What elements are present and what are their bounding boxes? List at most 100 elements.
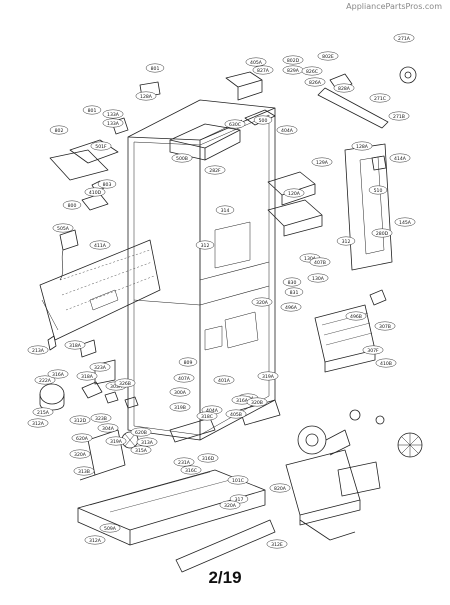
callout-label: 505A — [57, 226, 70, 232]
callout-oval — [369, 93, 391, 103]
callout-label: 509A — [104, 526, 117, 532]
part-callout: 509A — [99, 523, 121, 533]
callout-oval — [246, 397, 268, 407]
callout-oval — [253, 115, 273, 125]
part-callout: 826A — [304, 77, 326, 87]
part-callout: 501F — [90, 141, 112, 151]
part-callout: 803 — [97, 179, 117, 189]
right-components — [267, 66, 423, 458]
callout-label: 312 — [201, 243, 210, 249]
callout-label: 500B — [176, 156, 188, 162]
callout-oval — [225, 409, 247, 419]
callout-oval — [371, 228, 393, 238]
callout-label: 496A — [285, 305, 298, 311]
callout-oval — [99, 523, 121, 533]
callout-oval — [245, 57, 267, 67]
callout-oval — [389, 153, 411, 163]
callout-label: 318A — [69, 343, 82, 349]
callout-oval — [269, 483, 291, 493]
callout-oval — [27, 418, 49, 428]
callout-oval — [105, 436, 127, 446]
part-callout: 410D — [84, 187, 106, 197]
part-callout: 411A — [89, 240, 111, 250]
callout-label: 407A — [178, 376, 191, 382]
part-callout: 405A — [245, 57, 267, 67]
callout-label: 404A — [206, 408, 219, 414]
callout-oval — [169, 402, 191, 412]
callout-oval — [394, 217, 416, 227]
left-components — [39, 81, 161, 411]
part-callout: 120A — [283, 188, 305, 198]
callout-oval — [102, 118, 124, 128]
part-callout: 802 — [49, 125, 69, 135]
part-callout: 307F — [362, 345, 384, 355]
part-callout: 271C — [369, 93, 391, 103]
part-callout: 315A — [130, 445, 152, 455]
part-callout: 280D — [371, 228, 393, 238]
callout-oval — [114, 378, 136, 388]
callout-label: 620B — [135, 430, 147, 436]
callout-label: 312A — [32, 421, 45, 427]
callout-label: 801 — [88, 108, 97, 114]
callout-label: 828A — [338, 86, 351, 92]
part-callout: 316D — [197, 453, 219, 463]
callout-oval — [130, 427, 152, 437]
part-callout: 496A — [280, 302, 302, 312]
callout-oval — [145, 63, 165, 73]
callout-label: 829A — [287, 68, 300, 74]
callout-label: 319A — [262, 374, 275, 380]
callout-oval — [90, 141, 112, 151]
part-callout: 129A — [311, 157, 333, 167]
callout-oval — [213, 375, 235, 385]
callout-oval — [375, 358, 397, 368]
callout-label: 271C — [374, 96, 386, 102]
callout-oval — [388, 111, 410, 121]
callout-oval — [362, 345, 384, 355]
callout-label: 826A — [309, 80, 322, 86]
callout-oval — [84, 535, 106, 545]
callout-label: 307F — [367, 348, 379, 354]
part-number-callouts: 801801128A133A133A802501F803410D800505A4… — [27, 33, 416, 549]
callout-oval — [69, 449, 91, 459]
callout-label: 145A — [399, 220, 412, 226]
callout-oval — [52, 223, 74, 233]
part-callout: 404A — [276, 125, 298, 135]
callout-oval — [173, 373, 195, 383]
part-callout: 320A — [69, 449, 91, 459]
callout-label: 312A — [89, 538, 102, 544]
part-callout: 213A — [27, 345, 49, 355]
callout-oval — [135, 91, 157, 101]
part-callout: 318A — [76, 371, 98, 381]
callout-label: 320A — [256, 300, 269, 306]
base-components — [77, 399, 385, 573]
part-callout: 318A — [64, 340, 86, 350]
callout-label: 313A — [141, 440, 154, 446]
callout-label: 130A — [312, 276, 325, 282]
callout-oval — [34, 375, 56, 385]
callout-label: 319B — [174, 405, 186, 411]
part-callout: 809 — [178, 357, 198, 367]
callout-label: 319A — [110, 439, 123, 445]
callout-oval — [169, 387, 191, 397]
callout-oval — [178, 357, 198, 367]
callout-label: 410B — [380, 361, 392, 367]
callout-label: 323B — [95, 416, 107, 422]
callout-label: 215A — [37, 410, 50, 416]
callout-label: 500 — [259, 118, 268, 124]
callout-oval — [102, 109, 124, 119]
callout-oval — [171, 153, 193, 163]
part-callout: 620A — [71, 433, 93, 443]
callout-label: 407B — [314, 260, 326, 266]
part-callout: 271B — [388, 111, 410, 121]
callout-label: 831 — [290, 290, 299, 296]
part-callout: 801 — [82, 105, 102, 115]
callout-label: 280D — [376, 231, 389, 237]
part-callout: 831 — [284, 287, 304, 297]
part-callout: 128A — [135, 91, 157, 101]
callout-oval — [309, 257, 331, 267]
callout-label: 312E — [271, 542, 283, 548]
part-callout: 407A — [173, 373, 195, 383]
callout-oval — [180, 465, 202, 475]
part-callout: 312A — [84, 535, 106, 545]
